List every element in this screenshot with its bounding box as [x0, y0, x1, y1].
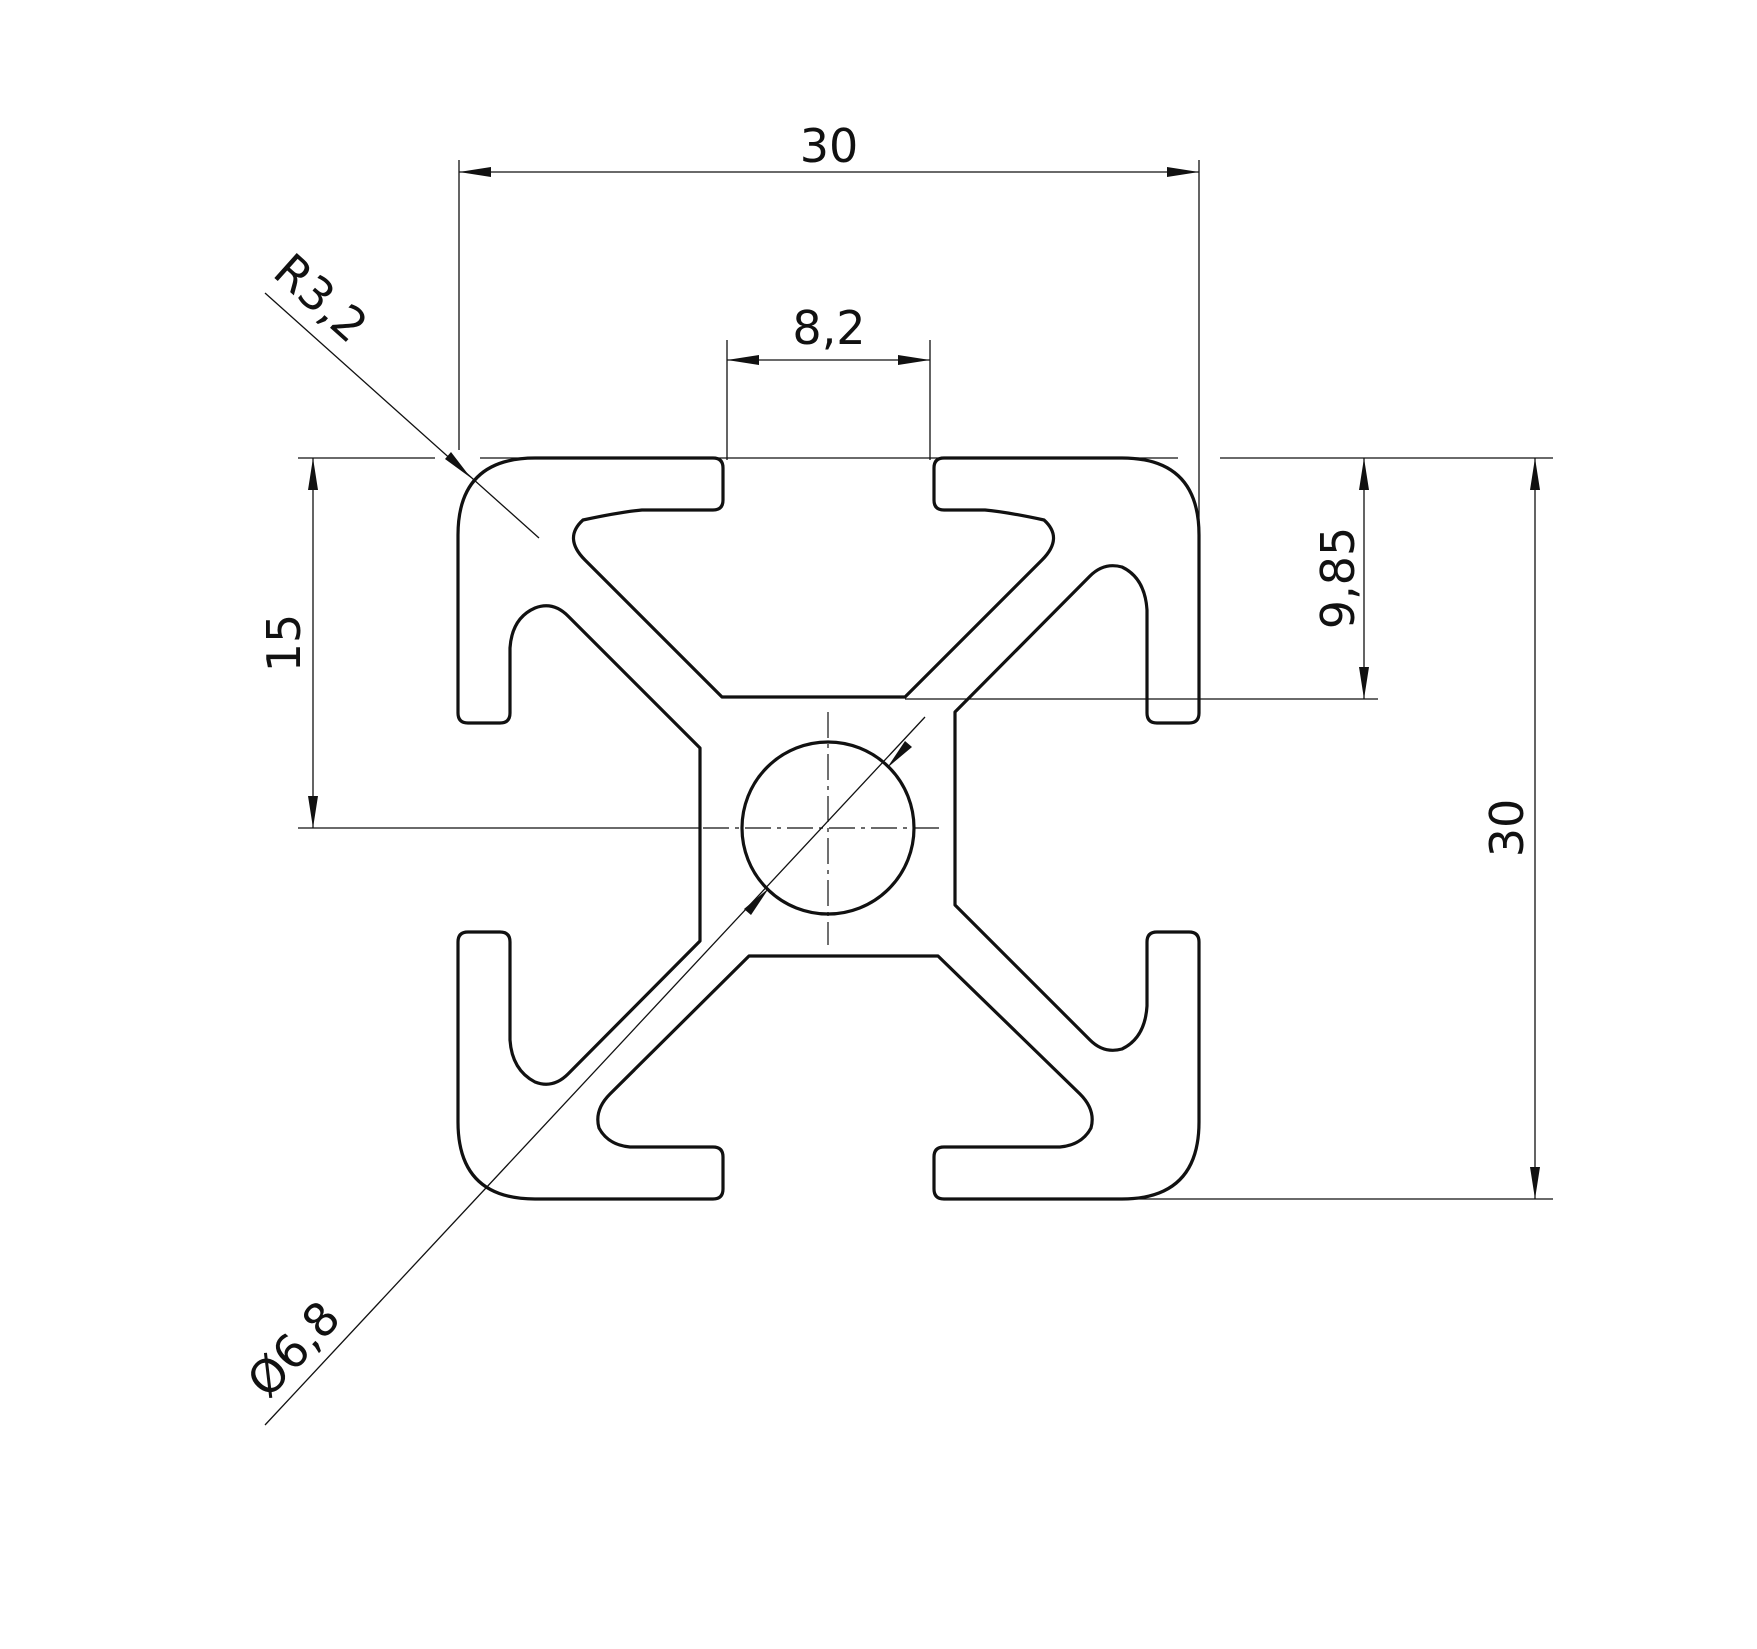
- dim-label-diameter: Ø6,8: [237, 1291, 351, 1408]
- dim-label-half-15: 15: [257, 614, 311, 673]
- leader-radius: [264, 292, 540, 539]
- arrow-depth-bottom: [1359, 667, 1369, 699]
- dim-label-radius: R3,2: [264, 243, 378, 353]
- arrow-width-right: [1167, 167, 1199, 177]
- leader-diameter: [264, 716, 926, 1426]
- arrow-half-bottom: [308, 796, 318, 828]
- arrow-height-bottom: [1530, 1167, 1540, 1199]
- arrow-height-top: [1530, 458, 1540, 490]
- arrow-slot-left: [727, 355, 759, 365]
- arrow-diameter-upper: [887, 741, 912, 768]
- arrow-radius: [445, 452, 471, 478]
- arrow-depth-top: [1359, 458, 1369, 490]
- arrow-diameter-lower: [744, 888, 769, 915]
- dim-label-height-30: 30: [1480, 799, 1534, 858]
- arrow-width-left: [459, 167, 491, 177]
- dim-label-slot-82: 8,2: [792, 301, 865, 355]
- dim-label-depth-985: 9,85: [1311, 527, 1365, 629]
- dim-label-width-30: 30: [800, 119, 859, 173]
- arrow-half-top: [308, 458, 318, 490]
- arrow-slot-right: [898, 355, 930, 365]
